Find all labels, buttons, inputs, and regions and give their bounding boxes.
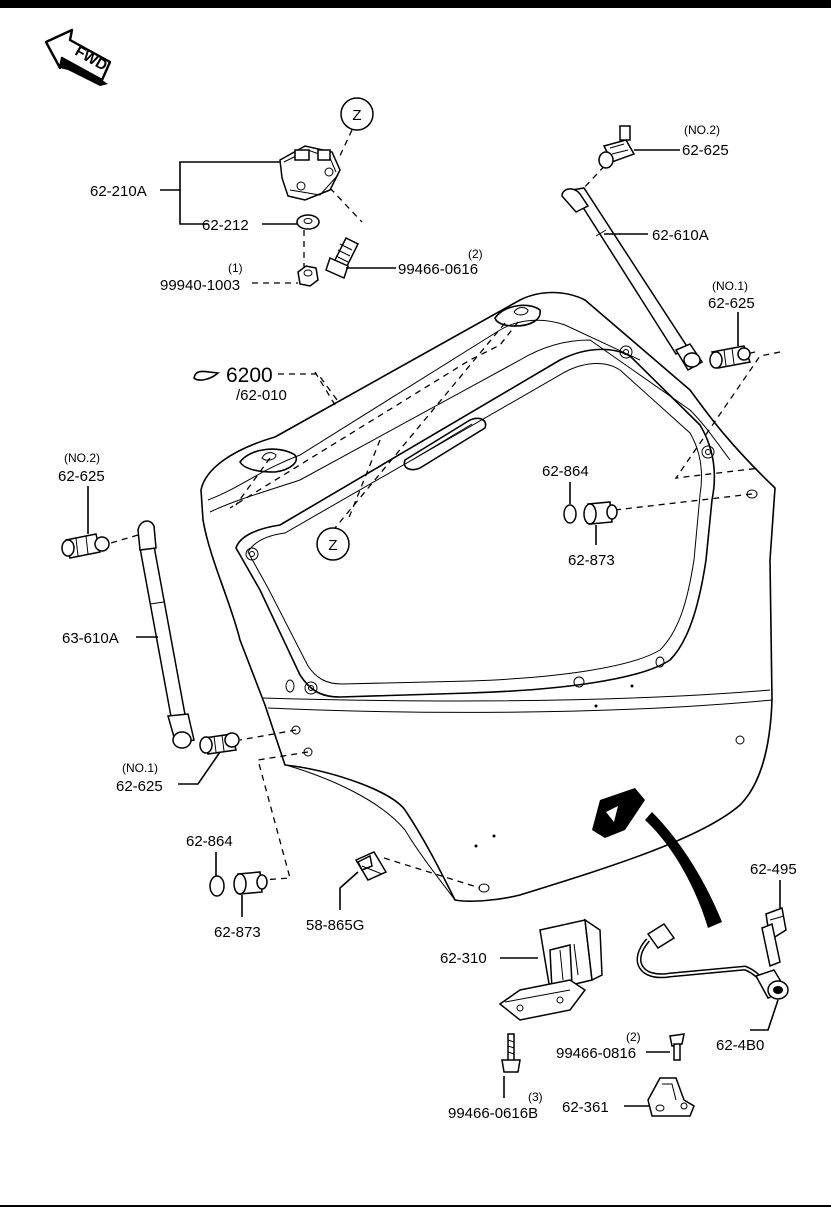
label-latch-bolt-qty: (3)	[528, 1090, 543, 1104]
hinge-washer	[296, 214, 320, 230]
fwd-arrow-icon: FWD	[44, 28, 112, 86]
leader-lines	[87, 149, 781, 1107]
label-stud-left-lower: 62-625	[116, 778, 163, 795]
label-hinge: 62-210A	[90, 183, 147, 200]
label-latch: 62-310	[440, 950, 487, 967]
striker-part	[647, 1077, 695, 1117]
stud-left-upper	[61, 533, 110, 559]
cap-left	[209, 875, 225, 897]
latch-part	[498, 918, 603, 1021]
label-damper-left: 63-610A	[62, 630, 119, 647]
label-cap-left: 62-864	[186, 833, 233, 850]
label-striker: 62-361	[562, 1099, 609, 1116]
label-hinge-washer: 62-212	[202, 217, 249, 234]
label-damper-right: 62-610A	[652, 227, 709, 244]
label-hinge-nut-qty: (1)	[228, 261, 243, 275]
label-stud-left-upper: 62-625	[58, 468, 105, 485]
label-stud-right-upper: 62-625	[682, 142, 729, 159]
damper-right	[561, 187, 704, 372]
switch-harness	[636, 922, 789, 1000]
label-switch-harness: 62-4B0	[716, 1037, 764, 1054]
hinge-part	[279, 145, 341, 201]
label-striker-bolt-qty: (2)	[626, 1030, 641, 1044]
stud-left-lower	[199, 732, 240, 755]
ref-circle-top-label: Z	[352, 107, 361, 124]
ref-circle-center-label: Z	[328, 537, 337, 554]
clip-part	[761, 906, 787, 968]
label-stud-right-upper-qty: (NO.2)	[684, 123, 720, 137]
damper-left	[137, 520, 195, 749]
label-stud-right-lower: 62-625	[708, 295, 755, 312]
label-stud-left-lower-qty: (NO.1)	[122, 761, 158, 775]
ref-circle-center: Z	[316, 527, 350, 561]
label-main-number: 6200	[226, 364, 273, 387]
hinge-bolt	[325, 236, 360, 280]
label-hinge-bolt-qty: (2)	[468, 247, 483, 261]
latch-bolt	[501, 1033, 521, 1073]
striker-bolt	[669, 1033, 685, 1061]
label-stopper-right: 62-873	[568, 552, 615, 569]
label-hinge-nut: 99940-1003	[160, 277, 240, 294]
bracket-clip	[354, 851, 388, 881]
tailgate-panel	[200, 291, 776, 928]
label-stopper-left: 62-873	[214, 924, 261, 941]
part-labels: 6200 /62-010 62-210A 62-212 (1) 99940-10…	[58, 123, 797, 1122]
label-stud-right-lower-qty: (NO.1)	[712, 279, 748, 293]
stud-right-lower	[709, 345, 752, 369]
stopper-right	[583, 501, 618, 525]
center-lines	[103, 157, 781, 889]
label-cap-right: 62-864	[542, 463, 589, 480]
stopper-left	[233, 871, 268, 895]
ref-circle-top: Z	[337, 97, 374, 161]
cap-right	[563, 504, 577, 524]
label-hinge-bolt: 99466-0616	[398, 261, 478, 278]
label-bracket-clip: 58-865G	[306, 917, 364, 934]
label-stud-left-upper-qty: (NO.2)	[64, 451, 100, 465]
label-clip: 62-495	[750, 861, 797, 878]
label-latch-bolt: 99466-0616B	[448, 1105, 538, 1122]
top-border	[0, 0, 831, 8]
stud-right-upper	[598, 125, 636, 169]
label-striker-bolt: 99466-0816	[556, 1045, 636, 1062]
label-main-sub: /62-010	[236, 387, 287, 404]
hinge-nut	[297, 265, 319, 287]
